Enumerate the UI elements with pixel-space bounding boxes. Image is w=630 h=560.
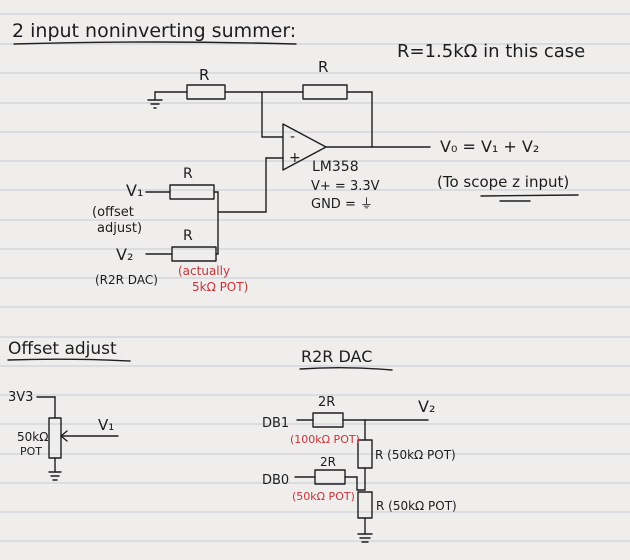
- resistor-r-feedback: [302, 84, 348, 100]
- offset-out: V₁: [98, 416, 114, 434]
- label-gnd: GND = ⏚: [311, 197, 373, 212]
- label-opamp: LM358: [312, 159, 359, 175]
- title-underline: [13, 41, 297, 45]
- dac-label-2r-mid: 2R: [320, 455, 336, 469]
- label-actually2: 5kΩ POT): [192, 280, 248, 294]
- dac-label-shunt1: R (50kΩ POT): [375, 448, 456, 462]
- dac-label-db0: DB0: [262, 473, 289, 488]
- offset-pot-circuit: [36, 396, 119, 481]
- label-r-in2: R: [183, 228, 193, 244]
- label-dac: (R2R DAC): [95, 273, 158, 287]
- dac-resistor-shunt2: [357, 491, 373, 519]
- dac-resistor-2r-top: [312, 412, 344, 428]
- offset-pot-value: 50kΩ: [17, 430, 48, 444]
- dac-label-db1: DB1: [262, 416, 289, 431]
- scope-underline: [480, 194, 579, 197]
- label-offset2: adjust): [97, 221, 142, 236]
- label-v2: V₂: [116, 245, 133, 264]
- label-minus: -: [290, 129, 295, 145]
- label-scope: (To scope z input): [437, 173, 569, 191]
- dac-resistor-2r-mid: [314, 469, 346, 485]
- summer-circuit: [145, 84, 431, 262]
- dac-label-out: V₂: [418, 397, 435, 416]
- label-vplus: V+ = 3.3V: [311, 179, 380, 194]
- dac-db0-note: (50kΩ POT): [292, 490, 355, 503]
- label-actually1: (actually: [178, 264, 230, 278]
- offset-supply: 3V3: [8, 390, 33, 405]
- label-r-top-left: R: [199, 66, 209, 84]
- r2r-dac-circuit: [294, 412, 429, 543]
- label-v1: V₁: [126, 181, 143, 200]
- dac-db1-note: (100kΩ POT): [290, 433, 360, 446]
- dac-label-2r-top: 2R: [318, 395, 335, 410]
- label-offset1: (offset: [92, 205, 134, 220]
- label-r-top-right: R: [318, 58, 328, 76]
- r-value-note: R=1.5kΩ in this case: [397, 41, 585, 62]
- offset-title-underline: [7, 358, 131, 362]
- resistor-r-ground: [186, 84, 226, 100]
- title-text: 2 input noninverting summer:: [12, 20, 296, 42]
- dac-title-underline: [299, 367, 393, 371]
- label-plus: +: [289, 150, 301, 166]
- label-vo: V₀ = V₁ + V₂: [440, 137, 539, 156]
- opamp-lm358: [282, 123, 327, 171]
- label-r-in1: R: [183, 166, 193, 182]
- offset-pot-label: POT: [20, 445, 42, 458]
- resistor-r-input1: [169, 184, 215, 200]
- dac-title: R2R DAC: [301, 347, 372, 366]
- dac-label-shunt2: R (50kΩ POT): [376, 499, 457, 513]
- offset-title: Offset adjust: [8, 339, 117, 359]
